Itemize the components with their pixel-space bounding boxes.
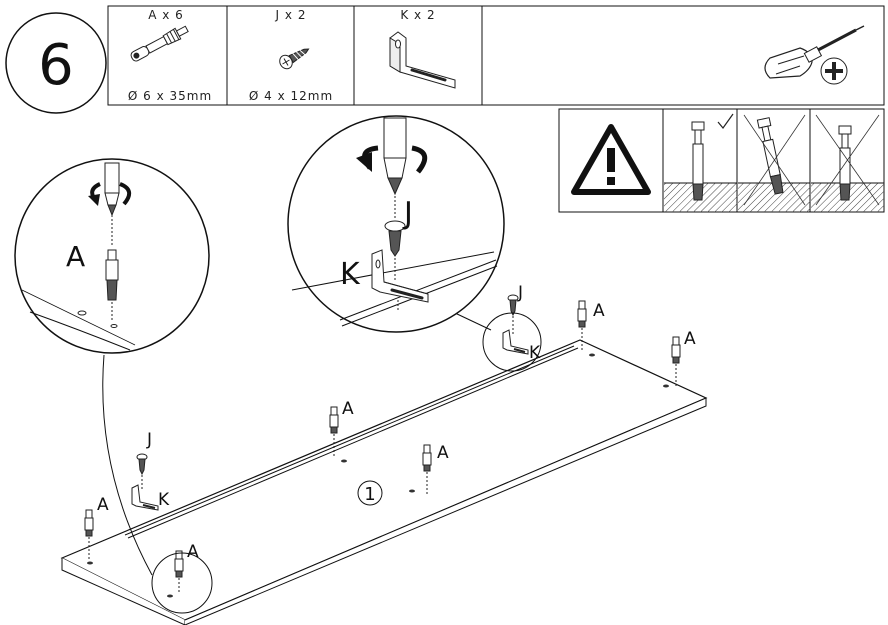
part-a-cell: A x 6 Ø 6 x 35mm xyxy=(128,8,212,103)
part-k-cell: K x 2 xyxy=(389,8,456,89)
zoom-label-k: K xyxy=(340,257,361,292)
screw-icon xyxy=(279,48,310,70)
screwdriver-icon xyxy=(764,25,865,85)
bracket-k-left: K xyxy=(131,484,170,511)
rotate-arrow-icon xyxy=(356,152,372,172)
warning-triangle-icon xyxy=(571,124,651,195)
wrong-install-example-1 xyxy=(738,114,810,212)
part-k-label: K x 2 xyxy=(400,8,435,22)
dowel-a-6: A xyxy=(671,329,696,386)
label-a: A xyxy=(97,495,109,515)
dowel-a-4: A xyxy=(422,443,449,496)
screw-j-right: J xyxy=(507,283,523,334)
checkmark-icon xyxy=(717,113,734,129)
cam-dowel-icon xyxy=(130,25,189,62)
panel-number: 1 xyxy=(364,484,375,505)
zoom-source-circle-jk xyxy=(482,312,542,372)
angle-bracket-icon xyxy=(389,31,456,89)
warning-panel xyxy=(558,108,885,213)
bracket-k-right: K xyxy=(502,329,541,363)
label-j: J xyxy=(517,283,523,303)
label-a: A xyxy=(437,443,449,463)
part-a-label: A x 6 xyxy=(148,8,184,22)
part-a-spec: Ø 6 x 35mm xyxy=(128,89,212,103)
dowel-a-1: A xyxy=(84,495,109,560)
zoom-source-circle-a xyxy=(151,552,213,614)
label-a: A xyxy=(342,399,354,419)
label-a: A xyxy=(684,329,696,349)
dowel-a-3: A xyxy=(329,399,354,458)
zoom-label-j: J xyxy=(402,196,413,231)
zoom-label-a: A xyxy=(66,240,85,273)
zoom-connector-a xyxy=(102,354,153,576)
wrong-install-example-2 xyxy=(811,114,884,212)
parts-table: A x 6 Ø 6 x 35mm J x 2 xyxy=(107,5,885,106)
label-a: A xyxy=(593,301,605,321)
zoom-detail-a: A xyxy=(14,158,210,354)
correct-install-example xyxy=(664,113,737,212)
step-number: 6 xyxy=(38,33,74,98)
part-j-label: J x 2 xyxy=(275,8,307,22)
label-a: A xyxy=(187,542,199,562)
panel-board: 1 xyxy=(60,339,708,625)
step-number-badge: 6 xyxy=(5,12,107,114)
dowel-a-2: A xyxy=(174,542,199,594)
rotate-arrow-icon xyxy=(88,194,100,206)
zoom-detail-jk: J K xyxy=(287,115,505,333)
part-j-spec: Ø 4 x 12mm xyxy=(249,89,333,103)
label-k: K xyxy=(158,490,170,510)
zoom-connector-jk xyxy=(454,312,492,331)
screw-j-left: J xyxy=(136,430,152,490)
label-k: K xyxy=(529,343,541,363)
label-j: J xyxy=(146,430,152,450)
dowel-a-5: A xyxy=(577,300,605,352)
part-j-cell: J x 2 Ø 4 x 12mm xyxy=(249,8,333,103)
